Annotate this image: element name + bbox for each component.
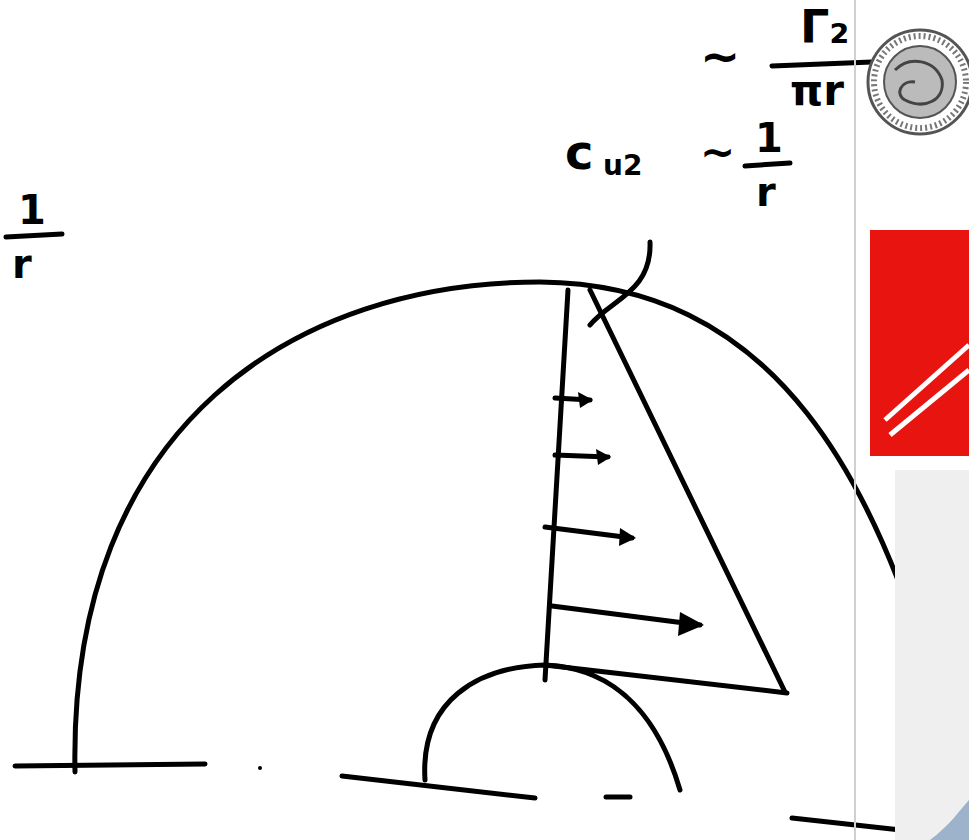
- fraction-bar: [772, 62, 872, 66]
- logo-block: [870, 230, 969, 456]
- university-seal: [868, 30, 969, 134]
- numerator-text: 1: [755, 118, 783, 158]
- arrow-heads: [578, 392, 704, 636]
- profile-base: [545, 665, 787, 693]
- hub-arc: [425, 665, 680, 790]
- ground-line: [342, 776, 535, 798]
- velocity-symbol: c: [565, 128, 593, 176]
- tilde-sign: ~: [700, 32, 740, 80]
- radial-line: [545, 290, 568, 680]
- dash-mark: [606, 795, 630, 800]
- leader-line: [590, 242, 650, 325]
- numerator-text: 1: [18, 190, 46, 230]
- dot-mark: [258, 766, 262, 770]
- circulation-symbol: Γ₂: [800, 4, 849, 50]
- velocity-arrow: [552, 606, 700, 625]
- side-panel: [895, 470, 969, 840]
- panel-separator: [854, 0, 856, 840]
- velocity-arrow: [545, 527, 632, 538]
- denominator-text: πr: [790, 70, 844, 112]
- outer-arch: [75, 282, 966, 822]
- velocity-subscript: u2: [603, 152, 642, 180]
- fraction-bar: [6, 234, 62, 237]
- fraction-bar: [745, 163, 790, 166]
- tilde-sign: ~: [700, 132, 735, 174]
- profile-line: [590, 290, 785, 692]
- denominator-text: r: [756, 172, 776, 212]
- ground-line: [15, 764, 205, 766]
- denominator-text: r: [12, 244, 32, 284]
